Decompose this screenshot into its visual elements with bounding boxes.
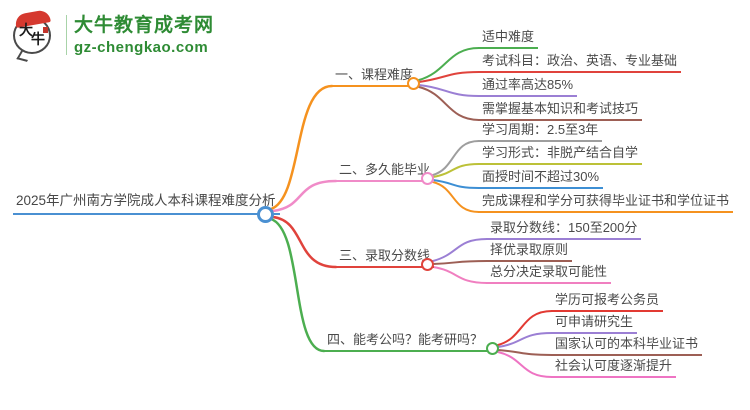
connector-root-branch1 [269, 84, 334, 211]
branch-3-leaf-2: 择优录取原则 [486, 242, 573, 262]
connector-branch1-leaf1 [418, 47, 480, 81]
branch-1-leaf-2: 考试科目：政治、英语、专业基础 [478, 53, 682, 73]
branch-1-label: 一、课程难度 [331, 67, 418, 87]
branch-1-leaf-3: 通过率高达85% [478, 77, 578, 97]
connector-branch4-leaf1 [497, 310, 553, 346]
logo-char-1: 大 [19, 23, 33, 39]
branch-1-leaf-1: 适中难度 [478, 29, 539, 49]
branch-2-label: 二、多久能毕业 [335, 162, 435, 182]
branch-2-leaf-3: 面授时间不超过30% [478, 169, 604, 189]
branch-2-leaf-4: 完成课程和学分可获得毕业证书和学位证书 [478, 193, 734, 213]
logo-subtitle: gz-chengkao.com [74, 39, 209, 56]
connector-branch1-leaf4 [418, 86, 480, 121]
connector-branch2-leaf2 [432, 163, 480, 178]
branch-1-leaf-4: 需掌握基本知识和考试技巧 [478, 101, 643, 121]
connector-branch3-leaf1 [432, 238, 488, 262]
branch-3-leaf-3: 总分决定录取可能性 [486, 264, 612, 284]
logo-char-2: 牛 [31, 32, 45, 48]
connector-branch4-leaf4 [497, 351, 553, 378]
connector-root-branch4 [269, 217, 326, 353]
red-seal [43, 27, 48, 33]
logo-title: 大牛教育成考网 [74, 15, 215, 36]
branch-2-dot [421, 172, 434, 185]
branch-1-dot [407, 77, 420, 90]
connector-root-branch2 [271, 179, 338, 213]
connector-branch2-leaf3 [432, 179, 480, 189]
logo-divider [66, 15, 67, 55]
branch-3-label: 三、录取分数线 [335, 248, 435, 268]
connector-branch4-leaf3 [497, 349, 553, 356]
root-node-dot [257, 206, 274, 223]
connector-branch2-leaf1 [432, 140, 480, 176]
branch-2-leaf-2: 学习形式：非脱产结合自学 [478, 145, 643, 165]
connector-branch1-leaf2 [418, 71, 480, 83]
branch-4-leaf-3: 国家认可的本科毕业证书 [551, 336, 703, 356]
branch-4-leaf-1: 学历可报考公务员 [551, 292, 664, 312]
connector-branch1-leaf3 [418, 84, 480, 97]
connector-branch2-leaf4 [432, 181, 480, 213]
branch-2-leaf-1: 学习周期：2.5至3年 [478, 122, 603, 142]
daniu-bubble-icon: 大 牛 [12, 9, 60, 62]
root-node: 2025年广州南方学院成人本科课程难度分析 [13, 191, 280, 215]
branch-4-dot [486, 342, 499, 355]
branch-4-leaf-2: 可申请研究生 [551, 314, 638, 334]
connector-branch4-leaf2 [497, 332, 553, 348]
connector-branch3-leaf2 [432, 260, 488, 265]
connector-root-branch3 [271, 215, 338, 269]
branch-4-label: 四、能考公吗？能考研吗？ [323, 332, 488, 352]
branch-3-dot [421, 258, 434, 271]
branch-3-leaf-1: 录取分数线：150至200分 [486, 220, 642, 240]
branch-4-leaf-4: 社会认可度逐渐提升 [551, 358, 677, 378]
connector-branch3-leaf3 [432, 266, 488, 284]
site-logo: 大 牛 大牛教育成考网 gz-chengkao.com [12, 8, 242, 62]
